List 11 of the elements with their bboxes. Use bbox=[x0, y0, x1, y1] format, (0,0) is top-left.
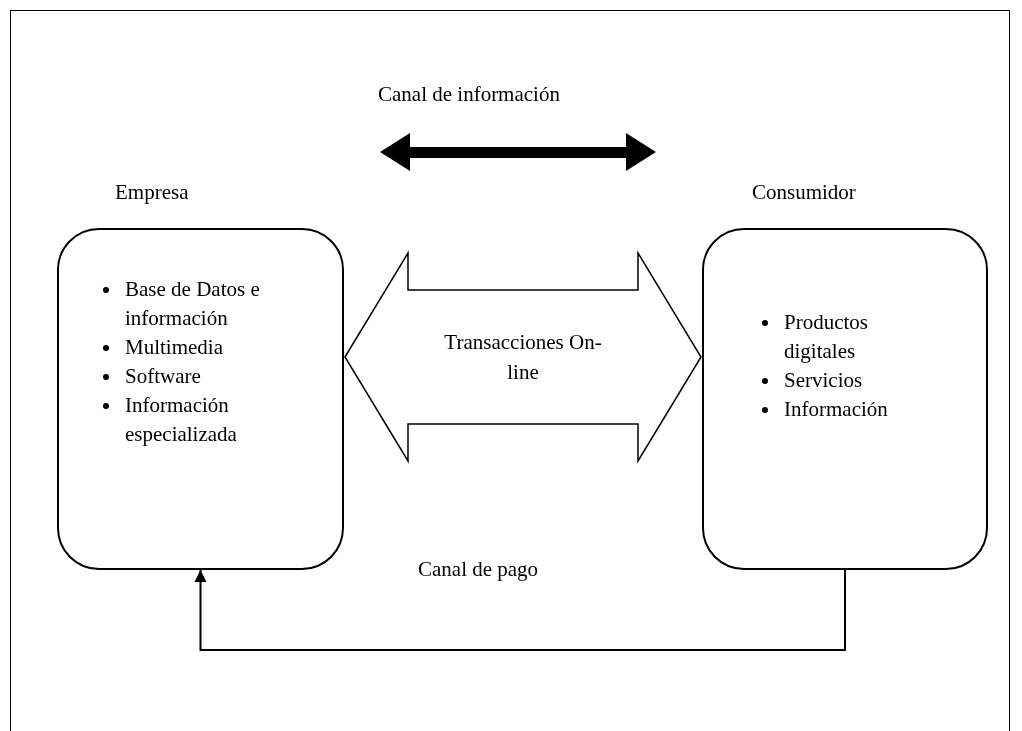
node-heading: Empresa bbox=[115, 180, 189, 205]
list-item: Software bbox=[125, 363, 202, 390]
list-item: Servicios bbox=[784, 367, 864, 394]
channel-label: Canal de información bbox=[378, 82, 560, 107]
list-item: Base de Datos e información bbox=[125, 276, 261, 332]
list-item: Información especializada bbox=[125, 392, 238, 448]
list-item: Productos digitales bbox=[784, 309, 869, 365]
node-heading: Consumidor bbox=[752, 180, 856, 205]
list-item: Información bbox=[784, 396, 889, 423]
connector-arrow bbox=[194, 569, 846, 651]
list-item: Multimedia bbox=[125, 334, 224, 361]
